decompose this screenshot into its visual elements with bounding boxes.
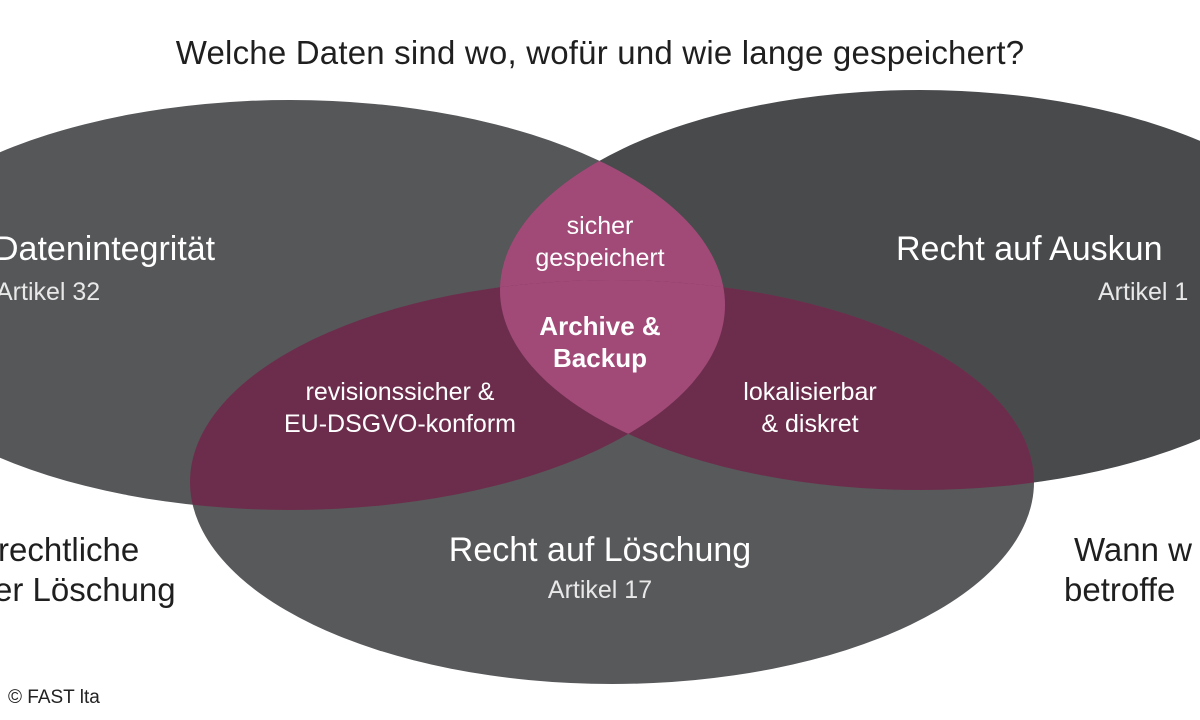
right-side-text-line1: Wann w — [1074, 531, 1192, 568]
right-circle-sub: Artikel 1 — [1098, 278, 1189, 306]
bottom-circle-sub: Artikel 17 — [547, 576, 653, 604]
right-circle-label: Recht auf Auskun — [896, 230, 1163, 268]
left-side-text-line2: er Löschung — [0, 571, 176, 608]
intersection-right-line2: & diskret — [761, 410, 859, 438]
left-circle-label: Datenintegrität — [0, 230, 216, 268]
intersection-top-line2: gespeichert — [535, 244, 665, 272]
intersection-left-line1: revisionssicher & — [305, 378, 495, 406]
intersection-center-line1: Archive & — [539, 311, 661, 341]
left-circle-sub: Artikel 32 — [0, 278, 101, 306]
intersection-top-line1: sicher — [566, 212, 634, 240]
intersection-left-line2: EU-DSGVO-konform — [284, 410, 516, 438]
copyright-credit: © FAST lta — [8, 687, 100, 708]
right-side-text-line2: betroffe — [1064, 571, 1176, 608]
bottom-circle-label: Recht auf Löschung — [448, 531, 752, 569]
diagram-title: Welche Daten sind wo, wofür und wie lang… — [175, 34, 1025, 71]
intersection-center-line2: Backup — [553, 343, 647, 373]
left-side-text-line1: rechtliche — [0, 531, 140, 568]
intersection-right-line1: lokalisierbar — [743, 378, 877, 406]
